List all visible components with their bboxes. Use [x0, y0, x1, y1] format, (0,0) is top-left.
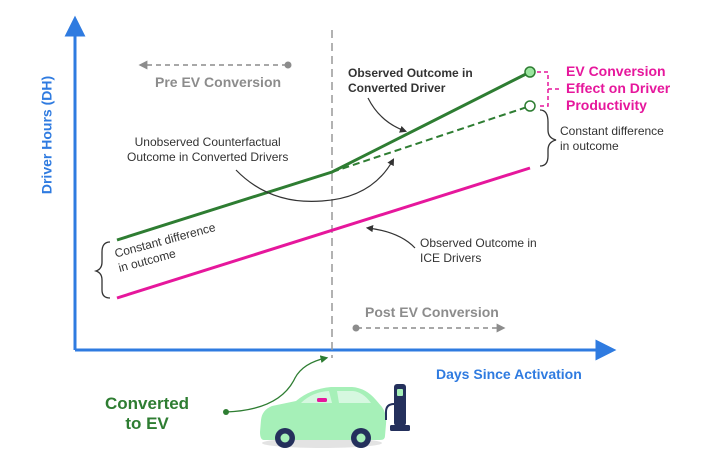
observed-converted-pointer [367, 97, 408, 133]
x-axis-label: Days Since Activation [436, 366, 582, 382]
constant-diff-right-label: Constant difference in outcome [560, 124, 664, 154]
converted-ev-label: Converted to EV [105, 394, 189, 435]
ev-effect-label: EV Conversion Effect on Driver Productiv… [566, 63, 670, 113]
observed-converted-line-1: Observed Outcome in [348, 66, 473, 80]
observed-ice-line-2: ICE Drivers [420, 251, 482, 265]
y-axis-label: Driver Hours (DH) [38, 75, 55, 195]
observed-converted-line-2: Converted Driver [348, 81, 446, 95]
observed-converted-label: Observed Outcome in Converted Driver [348, 66, 473, 96]
pre-ev-label: Pre EV Conversion [155, 74, 282, 90]
constant-diff-right-line-1: Constant difference [560, 124, 664, 138]
ice-pointer [365, 225, 416, 249]
ev-effect-line-1: EV Conversion [566, 63, 666, 79]
charging-station-icon [385, 384, 410, 431]
counterfactual-line-2: Outcome in Converted Drivers [127, 150, 289, 164]
counterfactual-endpoint [524, 100, 536, 112]
constant-diff-right-line-2: in outcome [560, 139, 619, 153]
ev-effect-line-3: Productivity [566, 96, 647, 113]
converted-pointer-dot [223, 409, 229, 415]
counterfactual-pointer [235, 158, 395, 203]
converted-ev-line-1: Converted [105, 394, 190, 413]
right-brace [539, 109, 557, 167]
converted-ev-line-2: to EV [125, 414, 169, 434]
counterfactual-line [331, 105, 531, 173]
post-ev-arrow-dot [352, 324, 360, 332]
ev-effect-line-2: Effect on Driver [566, 79, 671, 96]
observed-endpoint [524, 66, 536, 78]
counterfactual-label: Unobserved Counterfactual Outcome in Con… [127, 135, 288, 165]
post-ev-label: Post EV Conversion [365, 304, 499, 320]
counterfactual-line-1: Unobserved Counterfactual [134, 135, 281, 149]
ev-car-icon [260, 387, 387, 448]
ev-effect-bracket [537, 71, 549, 107]
observed-ice-line-1: Observed Outcome in [420, 236, 537, 250]
pre-ev-arrow-dot [284, 61, 292, 69]
ice-drivers-line [116, 166, 531, 300]
observed-ice-label: Observed Outcome in ICE Drivers [420, 236, 537, 266]
converted-pointer [225, 355, 329, 413]
left-brace [93, 241, 111, 299]
